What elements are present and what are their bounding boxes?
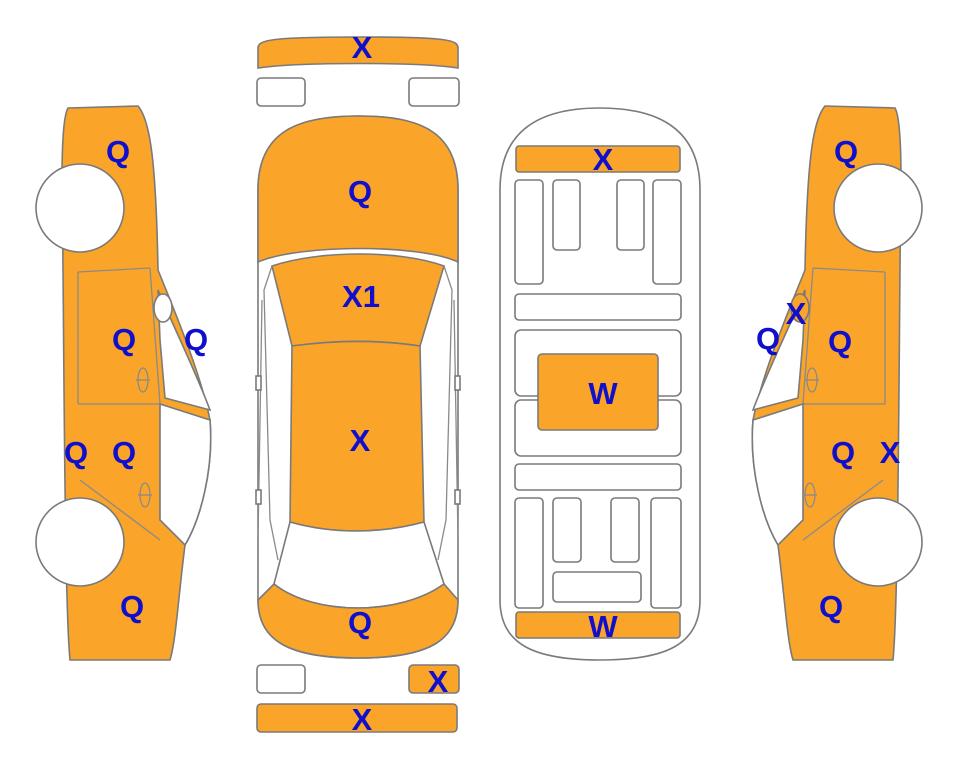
rear-window [273, 521, 445, 609]
left-rear-window-glass [159, 402, 212, 547]
right-rear-quarter-label: Q [819, 589, 843, 624]
front-bumper [257, 36, 459, 69]
front-crossmember [515, 145, 681, 173]
top-side-lines [257, 265, 459, 561]
left-pillar-label: Q [184, 322, 208, 357]
underbody-view: X W W [499, 107, 701, 661]
top-mirrors [255, 375, 461, 505]
left-mirror [153, 293, 173, 323]
right-front-door-label: Q [828, 324, 852, 359]
left-rear-wheel [35, 497, 125, 587]
rear-bumper-label: X [352, 702, 373, 737]
windshield-label: X1 [342, 279, 380, 314]
left-door-handles [136, 367, 152, 508]
front-lamp-left [256, 77, 306, 107]
trunk-label: Q [348, 605, 372, 640]
right-mirror [790, 293, 810, 323]
rear-crossmember [515, 611, 681, 639]
trunk [257, 582, 459, 659]
left-rear-quarter-label: Q [120, 589, 144, 624]
hood [257, 115, 459, 264]
front-bumper-label: X [352, 30, 373, 65]
top-view: X Q X1 X Q X X [255, 30, 461, 737]
right-rocker-label: X [880, 435, 901, 470]
right-pillar-a-label: X [786, 296, 807, 331]
right-pillar-b-label: Q [756, 321, 780, 356]
right-door-handles [803, 367, 819, 508]
front-lamp-right [408, 77, 460, 107]
left-side-view: Q Q Q Q Q Q [35, 105, 212, 661]
center-floor-label: W [588, 376, 618, 411]
right-front-fender-label: Q [834, 134, 858, 169]
rear-lamp-right-label: X [428, 664, 449, 699]
left-front-fender-label: Q [106, 134, 130, 169]
right-rear-wheel [833, 497, 923, 587]
left-rear-door-label: Q [112, 435, 136, 470]
front-crossmember-label: X [593, 142, 614, 177]
right-side-view: Q X Q Q Q X Q [751, 105, 923, 661]
hood-label: Q [348, 174, 372, 209]
rear-crossmember-label: W [588, 609, 618, 644]
right-rear-window-glass [751, 402, 804, 547]
rear-bumper [256, 703, 458, 733]
left-front-door-label: Q [112, 322, 136, 357]
center-floor [537, 353, 659, 431]
left-front-wheel [35, 163, 125, 253]
rear-lamp-left [256, 664, 306, 694]
left-rocker-label: Q [64, 435, 88, 470]
roof-label: X [350, 423, 371, 458]
right-rear-door-label: Q [831, 435, 855, 470]
rear-lamp-right [408, 664, 460, 694]
right-front-wheel [833, 163, 923, 253]
